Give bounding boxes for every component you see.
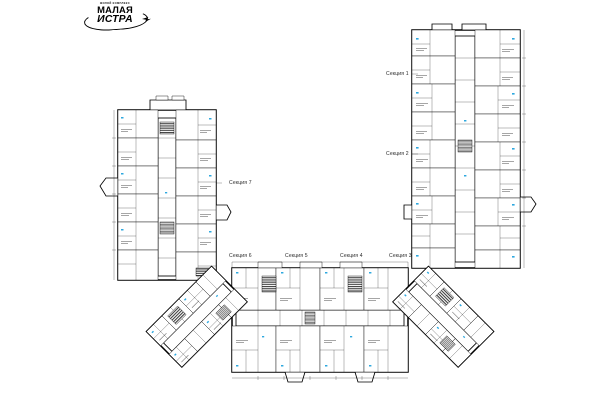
right-wing: [403, 23, 537, 269]
label-section-2: Секция 2: [386, 151, 409, 157]
bottom-wing: [231, 261, 409, 383]
label-section-5: Секция 5: [285, 253, 308, 259]
corner-left-diagonal: [145, 265, 248, 368]
logo-tagline: ЖИЛОЙ КОМПЛЕКС: [99, 2, 131, 5]
logo-line-1: МАЛАЯ: [97, 4, 133, 15]
corner-right-diagonal: [392, 265, 495, 368]
label-section-4: Секция 4: [340, 253, 363, 259]
label-leader-lines: [216, 73, 418, 268]
swoosh-tail-icon: [142, 17, 151, 22]
project-logo: ЖИЛОЙ КОМПЛЕКС МАЛАЯ ИСТРА: [78, 1, 152, 33]
logo-line-2: ИСТРА: [97, 13, 133, 25]
label-section-1: Секция 1: [386, 71, 409, 77]
label-section-7: Секция 7: [229, 180, 252, 186]
left-wing: [99, 95, 232, 281]
label-section-3: Секция 3: [389, 253, 412, 259]
label-section-6: Секция 6: [229, 253, 252, 259]
